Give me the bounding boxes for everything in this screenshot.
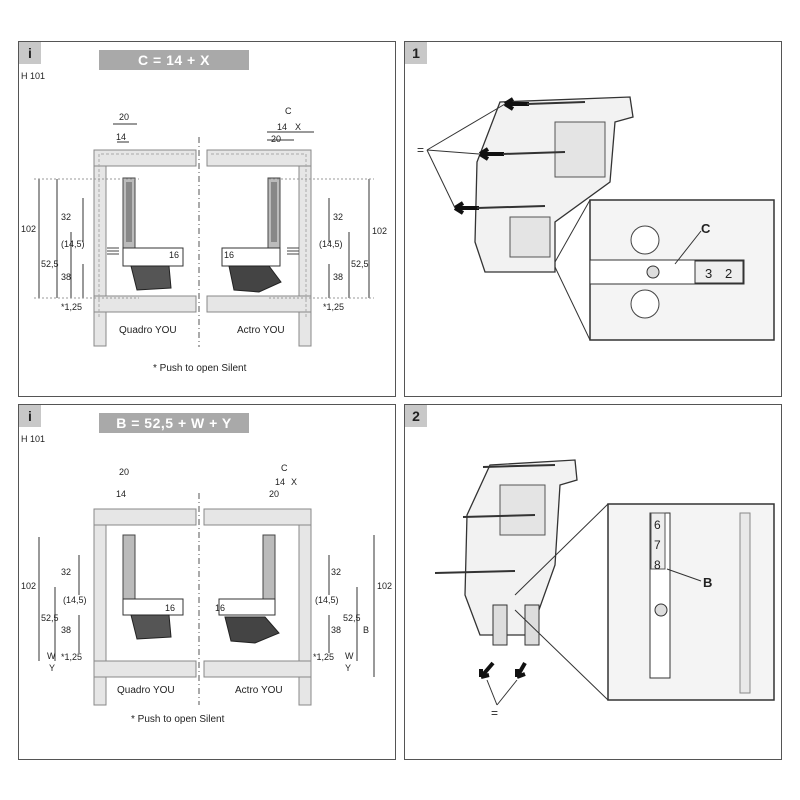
dim-14-right: 14 — [277, 122, 287, 132]
dim-38-left: 38 — [61, 625, 71, 635]
quadro-you-label: Quadro YOU — [117, 685, 175, 696]
dim-125-right: *1,25 — [323, 302, 344, 312]
arrow-icon — [478, 147, 504, 161]
dim-38-right: 38 — [333, 272, 343, 282]
dim-y-right: Y — [345, 663, 351, 673]
dim-20-right: 20 — [271, 134, 281, 144]
dim-c-right: C — [285, 106, 292, 116]
equal-sign: = — [417, 143, 424, 157]
step-number-tag: 2 — [405, 405, 427, 427]
actro-you-label: Actro YOU — [235, 685, 283, 696]
equal-sign: = — [491, 706, 498, 720]
dim-125-left: *1,25 — [61, 652, 82, 662]
dim-14-right: 14 — [275, 477, 285, 487]
dim-102-right: 102 — [372, 226, 387, 236]
dim-125-right: *1,25 — [313, 652, 334, 662]
dim-125-left: *1,25 — [61, 302, 82, 312]
dim-525-left: 52,5 — [41, 613, 59, 623]
dim-38-right: 38 — [331, 625, 341, 635]
panel-step-1: 1 = 3 2 C — [404, 41, 782, 397]
quadro-you-label: Quadro YOU — [119, 325, 177, 336]
arrow-icon — [453, 201, 479, 215]
scale-digit: 8 — [654, 558, 661, 572]
arrow-icon — [515, 662, 527, 679]
drawer-cross-section-diagram: 102 32 (14,5) 52,5 38 16 *1,25 20 14 102… — [21, 106, 387, 347]
dim-b-right: B — [363, 625, 369, 635]
dim-32-right: 32 — [331, 567, 341, 577]
gauge-tool-body — [464, 459, 578, 636]
scale-digit: 3 — [705, 266, 712, 281]
step-number-tag: 1 — [405, 42, 427, 64]
scale-digit: 6 — [654, 518, 661, 532]
info-tag: i — [19, 42, 41, 64]
scale-digit: 7 — [654, 538, 661, 552]
left-bottom-panel — [93, 295, 197, 313]
right-bottom-panel — [206, 295, 312, 313]
dim-32-right: 32 — [333, 212, 343, 222]
callout-c: C — [701, 221, 711, 236]
push-to-open-note: * Push to open Silent — [153, 363, 247, 374]
right-top-panel — [206, 149, 312, 167]
dim-16-left: 16 — [169, 250, 179, 260]
dim-x-right: X — [291, 477, 297, 487]
arrow-icon — [479, 661, 495, 679]
dim-145-left: (14,5) — [61, 239, 85, 249]
dim-16-right: 16 — [224, 250, 234, 260]
dim-102-left: 102 — [21, 224, 36, 234]
formula-banner: C = 14 + X — [99, 50, 249, 70]
dim-w-right: W — [345, 651, 354, 661]
dim-14-left: 14 — [116, 132, 126, 142]
height-adjuster-gauge-diagram: = 6 7 8 B — [434, 459, 775, 720]
dim-16-right: 16 — [215, 603, 225, 613]
dim-y-left: Y — [49, 663, 55, 673]
dim-102-right: 102 — [377, 581, 392, 591]
panel-drawer-height-b: i B = 52,5 + W + Y H 101 102 32 (14,5) 5… — [18, 404, 396, 760]
left-top-panel — [93, 149, 197, 167]
dim-38-left: 38 — [61, 272, 71, 282]
model-label: H 101 — [21, 434, 46, 444]
right-runner — [228, 265, 282, 293]
scale-digit: 2 — [725, 266, 732, 281]
dim-525-right: 52,5 — [351, 259, 369, 269]
left-runner — [130, 265, 172, 291]
drawer-cross-section-diagram: 102 32 (14,5) 52,5 38 16 W *1,25 Y 20 14… — [21, 463, 392, 706]
panel-drawer-height-c: i C = 14 + X H 101 102 — [18, 41, 396, 397]
model-label: H 101 — [21, 71, 46, 81]
actro-you-label: Actro YOU — [237, 325, 285, 336]
dim-145-left: (14,5) — [63, 595, 87, 605]
callout-b: B — [703, 575, 712, 590]
dim-145-right: (14,5) — [315, 595, 339, 605]
info-tag: i — [19, 405, 41, 427]
dim-32-left: 32 — [61, 212, 71, 222]
formula-banner: B = 52,5 + W + Y — [99, 413, 249, 433]
dim-145-right: (14,5) — [319, 239, 343, 249]
panel-step-2: 2 = 6 7 8 B — [404, 404, 782, 760]
dim-w-left: W — [47, 651, 56, 661]
dim-20-left: 20 — [119, 467, 129, 477]
dim-14-left: 14 — [116, 489, 126, 499]
arrow-icon — [503, 97, 529, 111]
dim-525-left: 52,5 — [41, 259, 59, 269]
dim-16-left: 16 — [165, 603, 175, 613]
dim-x-right: X — [295, 122, 301, 132]
dim-525-right: 52,5 — [343, 613, 361, 623]
dim-c-right: C — [281, 463, 288, 473]
push-to-open-note: * Push to open Silent — [131, 714, 225, 725]
dim-102-left: 102 — [21, 581, 36, 591]
dim-32-left: 32 — [61, 567, 71, 577]
height-adjuster-gauge-diagram: = 3 2 C — [417, 96, 775, 341]
dim-20-left: 20 — [119, 112, 129, 122]
dim-20-right: 20 — [269, 489, 279, 499]
